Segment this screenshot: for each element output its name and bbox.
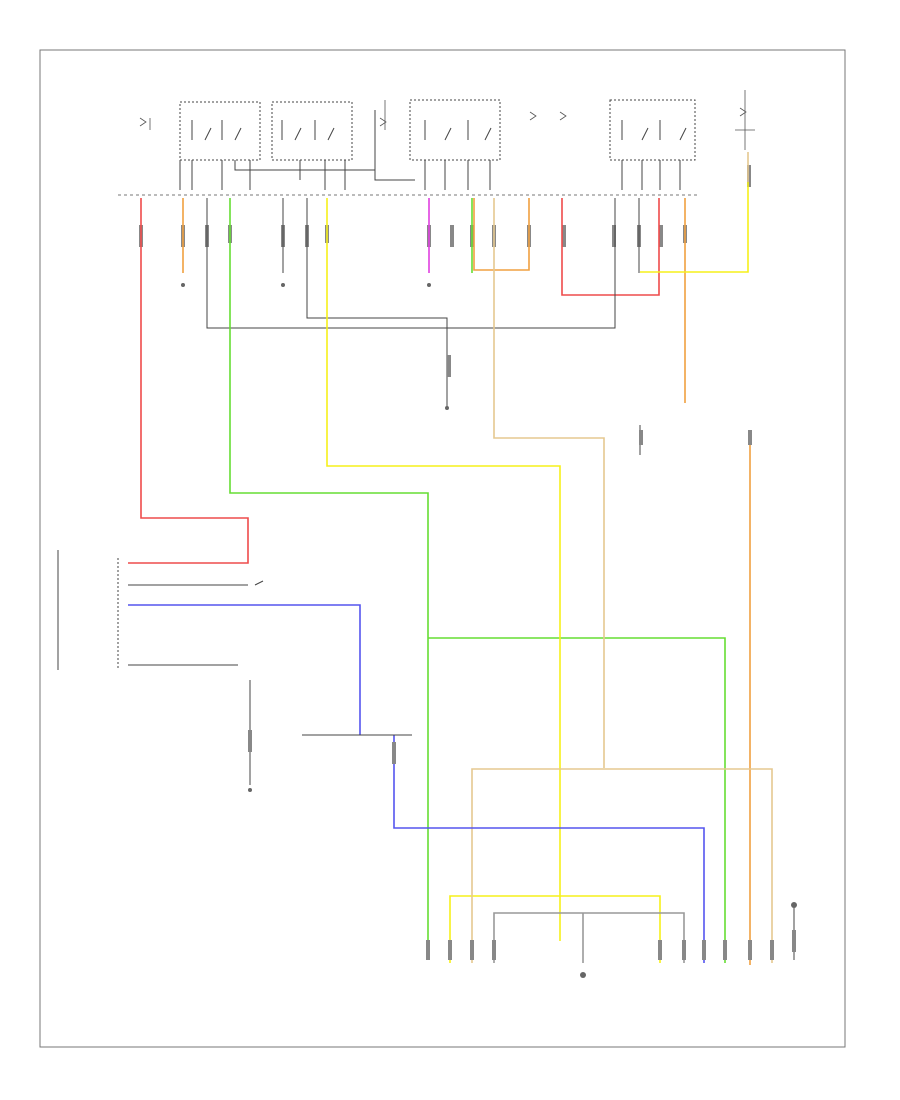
diagram-frame	[39, 49, 846, 1048]
orange-wire	[473, 198, 530, 271]
relay-icon	[609, 99, 696, 161]
wires	[57, 152, 795, 965]
connector-icon	[248, 355, 796, 960]
gray-wire	[493, 912, 685, 963]
yellow-wire	[640, 182, 749, 273]
blue-wire	[393, 735, 705, 963]
relay-icon	[179, 101, 261, 161]
yellow-wire	[449, 895, 661, 963]
tan-wire	[493, 198, 605, 768]
green-wire	[229, 198, 429, 953]
tan-wire	[471, 768, 773, 963]
ground-icon	[181, 283, 797, 978]
switch-icon	[117, 558, 264, 670]
power-distribution-box	[118, 90, 755, 196]
yellow-wire	[326, 198, 561, 941]
relay-icon	[409, 99, 501, 161]
green-wire	[428, 637, 726, 963]
black-wire	[206, 198, 616, 329]
blue-wire	[128, 604, 361, 735]
relay-icon	[271, 101, 353, 161]
red-wire	[128, 198, 249, 564]
red-wire	[561, 198, 660, 296]
fuse-icon	[139, 90, 755, 150]
